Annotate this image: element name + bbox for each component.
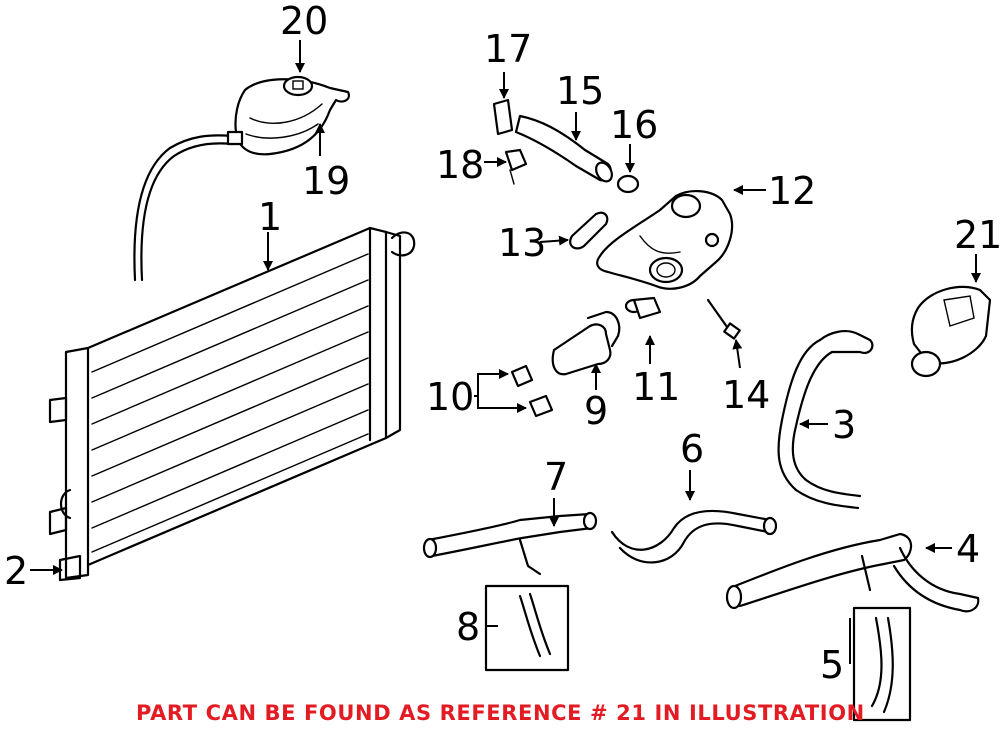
inset-box-hose xyxy=(484,584,570,672)
heater-hose xyxy=(870,616,894,714)
callout-18: 18 xyxy=(436,143,484,187)
plug xyxy=(510,364,554,418)
callout-21: 21 xyxy=(954,213,999,257)
callout-16: 16 xyxy=(610,103,658,147)
callout-12: 12 xyxy=(768,169,816,213)
callout-3: 3 xyxy=(832,403,856,447)
callout-8: 8 xyxy=(456,605,480,649)
callout-20: 20 xyxy=(280,0,328,43)
callout-4: 4 xyxy=(956,527,980,571)
lower-hose xyxy=(725,532,980,613)
o-ring xyxy=(616,174,640,194)
callout-6: 6 xyxy=(680,427,704,471)
callout-19: 19 xyxy=(302,159,350,203)
callout-1: 1 xyxy=(258,195,282,239)
gasket xyxy=(492,98,514,136)
reference-notice: PART CAN BE FOUND AS REFERENCE # 21 IN I… xyxy=(136,701,865,725)
gasket xyxy=(569,211,609,250)
callout-9: 9 xyxy=(584,389,608,433)
sensor-module xyxy=(910,285,992,378)
bypass-hose xyxy=(610,509,778,564)
callout-numbers: 1 2 3 4 5 6 7 8 9 10 11 12 13 14 15 16 1… xyxy=(4,0,999,687)
bolt xyxy=(706,298,741,340)
callout-14: 14 xyxy=(722,373,770,417)
leader-lines xyxy=(30,40,981,664)
upper-hose xyxy=(777,330,874,510)
inset-box-hose xyxy=(852,606,912,722)
water-outlet-pipe xyxy=(514,114,613,183)
callout-10: 10 xyxy=(426,375,474,419)
thermostat xyxy=(551,310,621,376)
reservoir-cap xyxy=(282,75,314,97)
callout-13: 13 xyxy=(498,221,546,265)
sensor xyxy=(624,296,662,320)
callout-11: 11 xyxy=(632,365,680,409)
callout-17: 17 xyxy=(484,27,532,71)
callout-7: 7 xyxy=(544,455,568,499)
callout-2: 2 xyxy=(4,549,28,593)
callout-15: 15 xyxy=(556,69,604,113)
callout-5: 5 xyxy=(820,643,844,687)
thermostat-housing xyxy=(596,190,734,290)
coolant-hose xyxy=(422,511,598,576)
radiator xyxy=(48,226,416,582)
bolt xyxy=(504,148,528,185)
